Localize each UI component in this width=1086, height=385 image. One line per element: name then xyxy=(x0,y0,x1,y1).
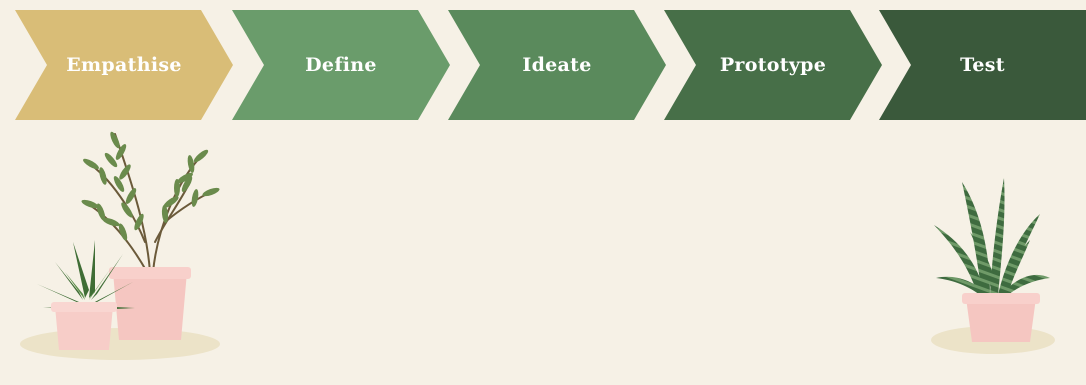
step-label-ideate: Ideate xyxy=(522,54,592,76)
potted-plants-icon xyxy=(20,131,220,360)
step-empathise: Empathise xyxy=(15,10,233,120)
chevron-shape xyxy=(232,10,450,120)
step-prototype: Prototype xyxy=(664,10,882,120)
chevron-shape xyxy=(664,10,882,120)
step-label-define: Define xyxy=(305,54,377,76)
step-label-prototype: Prototype xyxy=(719,54,827,76)
step-ideate: Ideate xyxy=(448,10,666,120)
step-label-empathise: Empathise xyxy=(66,54,182,76)
chevron-shape xyxy=(879,10,1086,120)
snake-plant-icon xyxy=(931,178,1055,354)
chevron-shape xyxy=(448,10,666,120)
design-thinking-process: Empathise Define Ideate Prototype Test xyxy=(0,0,1086,130)
step-label-test: Test xyxy=(960,54,1005,76)
step-test: Test xyxy=(879,10,1086,120)
chevron-shape xyxy=(15,10,233,120)
step-define: Define xyxy=(232,10,450,120)
